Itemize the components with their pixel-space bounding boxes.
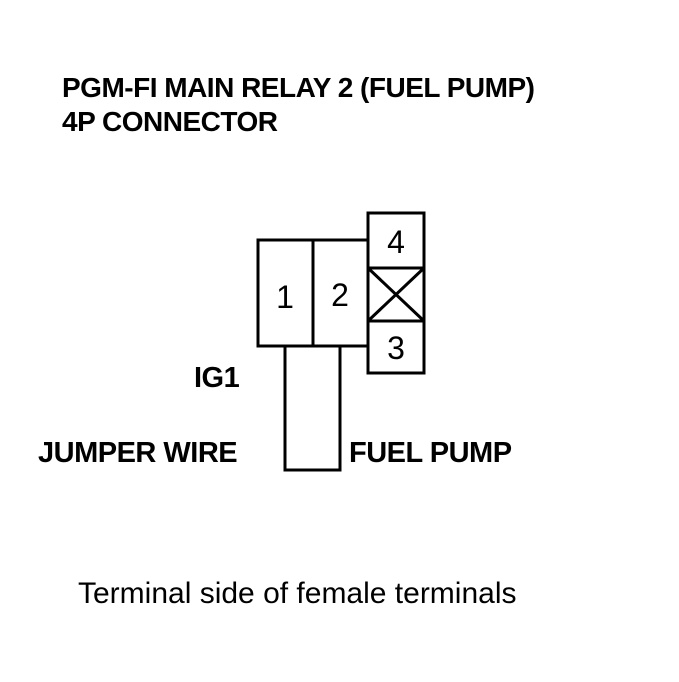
pin-2-number: 2 [331, 277, 349, 313]
pin-1-number: 1 [276, 279, 294, 315]
jumper-wire-label: JUMPER WIRE [38, 437, 238, 469]
pin-4-number: 4 [387, 224, 405, 260]
ig1-label: IG1 [194, 362, 240, 394]
diagram-title-line2: 4P CONNECTOR [62, 106, 278, 137]
connector-side-column [366, 211, 426, 375]
fuel-pump-label: FUEL PUMP [349, 437, 512, 469]
jumper-wire [283, 346, 342, 472]
diagram-caption: Terminal side of female terminals [78, 577, 517, 610]
empty-cavity-cross-b [366, 266, 426, 323]
diagram-title-line1: PGM-FI MAIN RELAY 2 (FUEL PUMP) [62, 72, 535, 103]
pin-3-number: 3 [387, 330, 405, 366]
